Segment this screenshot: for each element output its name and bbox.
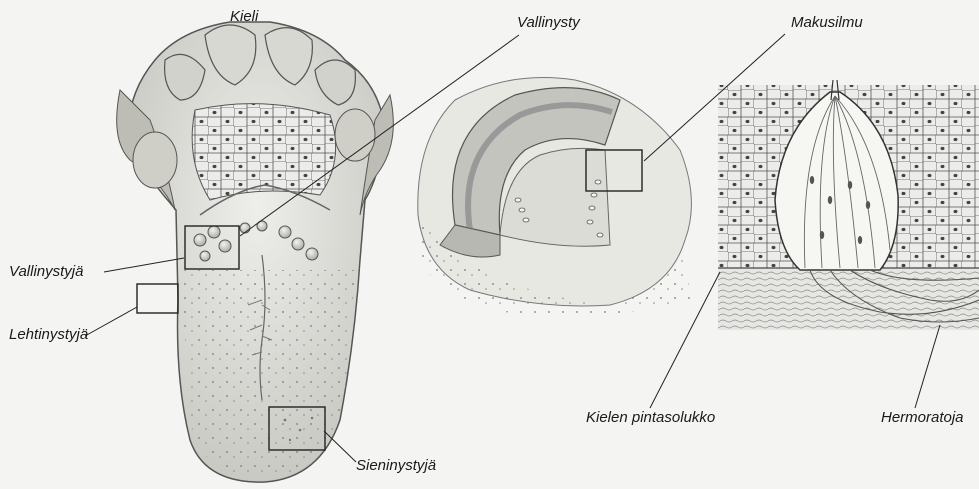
vallate-papilla-illustration — [418, 78, 692, 317]
label-hermoratoja: Hermoratoja — [881, 409, 964, 426]
label-lehtinystyja: Lehtinystyjä — [9, 326, 88, 343]
label-kielen-pintasolukko: Kielen pintasolukko — [586, 409, 715, 426]
foliate-papillae-box — [137, 284, 178, 313]
label-kieli: Kieli — [230, 8, 258, 25]
label-vallinysty: Vallinysty — [517, 14, 580, 31]
label-sieninystyja: Sieninystyjä — [356, 457, 436, 474]
label-vallinystyja: Vallinystyjä — [9, 263, 83, 280]
taste-bud-section — [718, 80, 979, 330]
tongue-illustration — [117, 22, 394, 482]
label-makusilmu: Makusilmu — [791, 14, 863, 31]
